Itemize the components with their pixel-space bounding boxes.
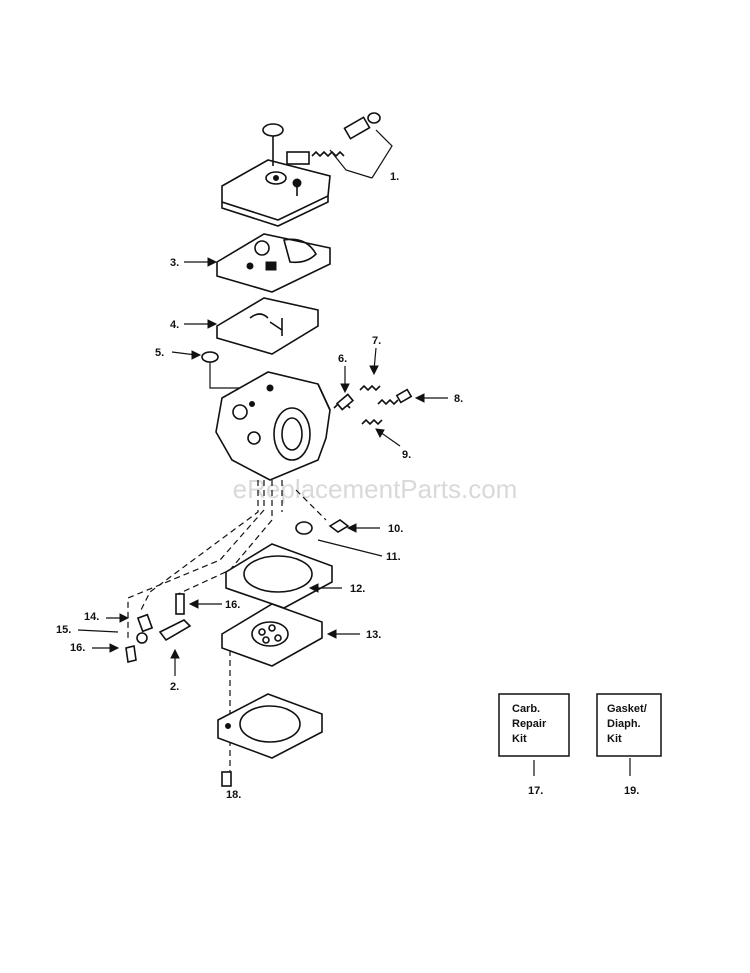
callout-9: 9.	[402, 449, 411, 461]
callout-17: 17.	[528, 785, 543, 797]
part-screws-6-7-8-9	[333, 384, 413, 426]
callout-16-left: 16.	[70, 642, 85, 654]
part-needle-spring	[311, 112, 393, 179]
callout-19: 19.	[624, 785, 639, 797]
callout-8: 8.	[454, 393, 463, 405]
callout-3: 3.	[170, 257, 179, 269]
gasket-diaph-kit-line1: Gasket/	[607, 703, 647, 715]
carb-repair-kit-line2: Repair	[512, 718, 547, 730]
callout-10: 10.	[388, 523, 403, 535]
callout-15: 15.	[56, 624, 71, 636]
part-small-parts	[125, 593, 192, 663]
callout-14: 14.	[84, 611, 99, 623]
watermark: eReplacementParts.com	[233, 474, 518, 504]
callout-5: 5.	[155, 347, 164, 359]
callout-13: 13.	[366, 629, 381, 641]
callout-4: 4.	[170, 319, 179, 331]
gasket-diaph-kit-box: Gasket/ Diaph. Kit	[596, 693, 662, 757]
gasket-diaph-kit-line3: Kit	[607, 733, 622, 745]
part-check-valve-5	[201, 351, 219, 363]
callout-18: 18.	[226, 789, 241, 801]
part-11	[295, 521, 313, 535]
part-top-cover	[221, 123, 331, 227]
part-10	[328, 519, 350, 533]
part-diaphragm-4	[216, 297, 319, 355]
callout-16-middle: 16.	[225, 599, 240, 611]
callout-2: 2.	[170, 681, 179, 693]
part-bottom-cover	[217, 693, 323, 787]
callout-11: 11.	[386, 551, 401, 563]
part-gasket-12	[225, 543, 333, 609]
callout-labels: 1. 2. 3. 4. 5. 6. 7. 8. 9. 10. 11. 12. 1…	[56, 171, 639, 801]
carb-repair-kit-box: Carb. Repair Kit	[498, 693, 570, 757]
callout-6: 6.	[338, 353, 347, 365]
part-gasket-3	[216, 233, 331, 293]
callout-1: 1.	[390, 171, 399, 183]
part-diaphragm-13	[221, 603, 323, 667]
carb-repair-kit-line1: Carb.	[512, 703, 540, 715]
gasket-diaph-kit-line2: Diaph.	[607, 718, 641, 730]
part-carburetor-body	[215, 371, 331, 481]
callout-12: 12.	[350, 583, 365, 595]
leader-lines	[77, 257, 631, 776]
callout-7: 7.	[372, 335, 381, 347]
carb-repair-kit-line3: Kit	[512, 733, 527, 745]
